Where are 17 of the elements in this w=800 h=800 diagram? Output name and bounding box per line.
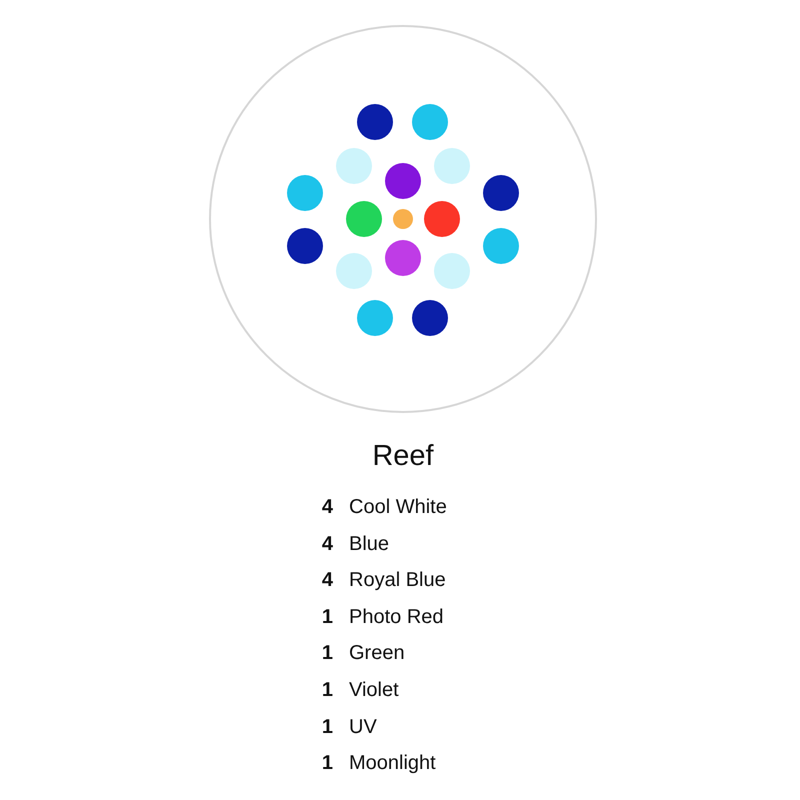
led-channel-name: Violet [349, 678, 399, 702]
led-count: 4 [320, 568, 333, 592]
led-count: 1 [320, 751, 333, 776]
led-channel-name: Royal Blue [349, 568, 446, 592]
led-channel-name: Blue [349, 532, 390, 556]
led-count: 4 [320, 495, 333, 519]
led-channel-name: Green [349, 641, 405, 666]
led-channel-name: Moonlight [349, 751, 436, 776]
led-channel-name: Photo Red [349, 604, 444, 629]
led-count: 1 [320, 604, 333, 629]
led-channel-name: UV [349, 714, 377, 739]
led-channel-name: Cool White [349, 495, 447, 519]
led-count: 1 [320, 714, 333, 739]
led-count: 4 [320, 532, 333, 556]
title: Reef [371, 439, 435, 474]
led-count: 1 [320, 641, 333, 666]
led-count: 1 [320, 678, 333, 702]
